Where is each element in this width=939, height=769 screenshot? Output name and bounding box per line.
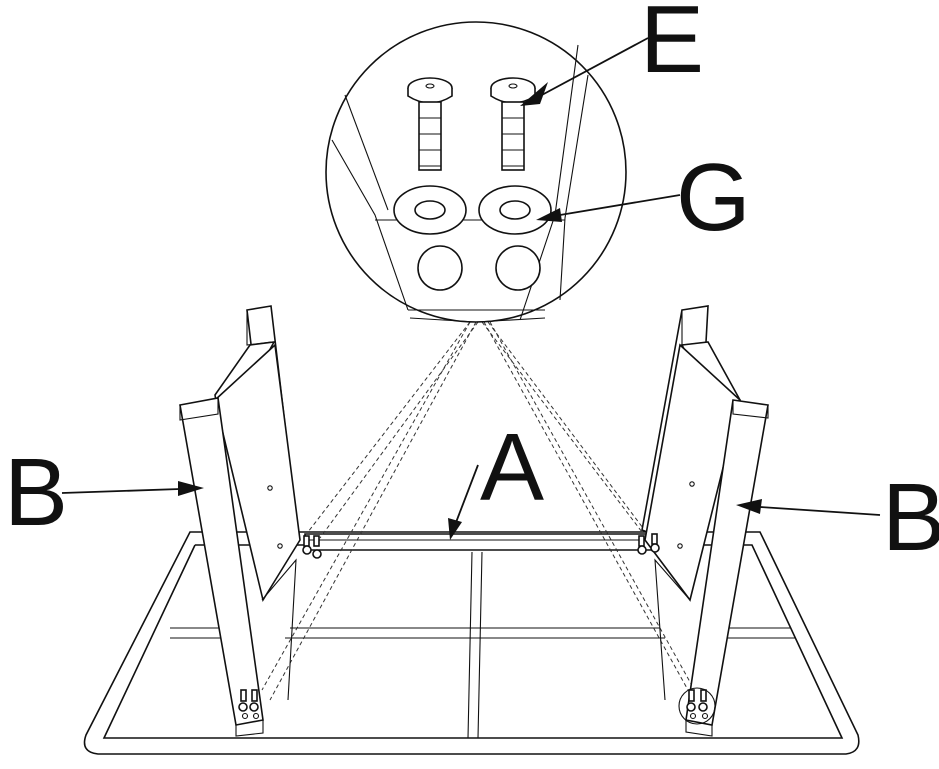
right-leg-b xyxy=(641,305,769,737)
bolt-e-right xyxy=(490,77,536,171)
label-a: A xyxy=(480,414,544,521)
bolts-left-top xyxy=(302,535,322,559)
tabletop-frame xyxy=(83,531,860,755)
stretcher-a xyxy=(304,533,653,551)
hole-right xyxy=(495,245,541,291)
label-b-right: B xyxy=(882,464,939,571)
callout-arrow-b-right xyxy=(736,499,881,516)
bolt-e-left xyxy=(407,77,453,171)
callout-arrow-b-left xyxy=(61,481,204,496)
detail-magnifier xyxy=(325,21,627,323)
hole-left xyxy=(417,245,463,291)
left-leg-b xyxy=(179,305,301,737)
label-b-left: B xyxy=(4,439,68,546)
label-e: E xyxy=(640,0,704,93)
washer-g-left xyxy=(393,185,467,235)
callout-arrow-e xyxy=(520,37,649,106)
callout-arrow-g xyxy=(536,194,681,222)
washer-g-right xyxy=(478,185,552,235)
callout-arrow-a xyxy=(448,464,479,540)
bolts-right-top xyxy=(637,533,660,555)
projection-lines xyxy=(261,321,701,701)
label-g: G xyxy=(676,144,751,251)
bolts-right-bottom xyxy=(678,687,716,725)
bolts-left-bottom xyxy=(238,689,260,720)
